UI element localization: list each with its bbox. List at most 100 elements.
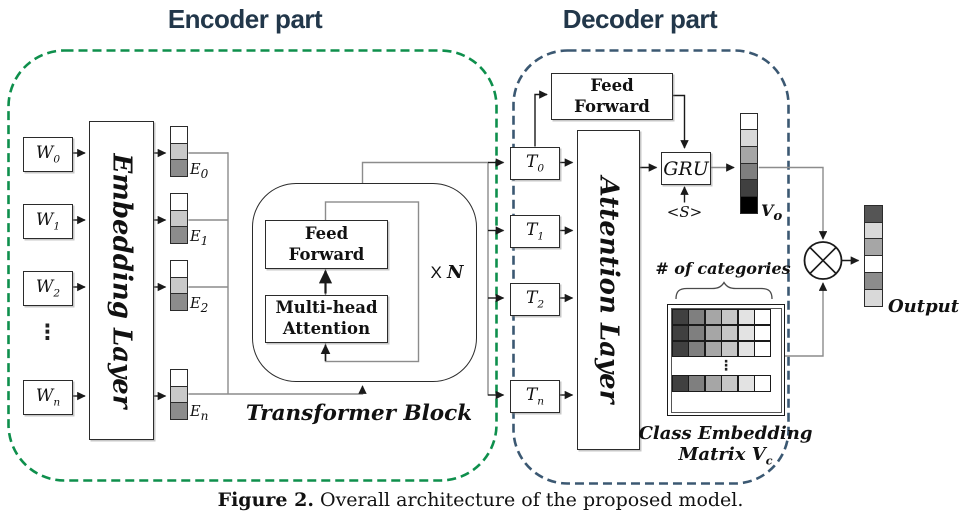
e1-cell <box>169 193 188 211</box>
output-cell <box>863 288 883 307</box>
matrix-cell <box>688 308 706 326</box>
output-cell <box>863 205 883 223</box>
vo-label: Vo <box>761 201 783 225</box>
wn-box: Wn <box>23 379 73 415</box>
matrix-cell <box>721 375 739 393</box>
vo-cell <box>739 112 758 131</box>
class-embedding-matrix-label: Class Embedding Matrix Vc <box>638 423 813 468</box>
output-cell <box>863 255 883 274</box>
class-embedding-matrix-inner: ⋮ <box>670 307 782 413</box>
matrix-cell <box>704 324 722 342</box>
output-cell <box>863 221 883 240</box>
t2-label: T2 <box>525 287 545 311</box>
matrix-cell <box>737 340 755 358</box>
e2-label: E2 <box>190 296 209 315</box>
matrix-cell <box>721 308 739 326</box>
output-cell <box>863 271 883 290</box>
output-cell <box>863 238 883 257</box>
decoder-part-title: Decoder part <box>562 4 718 34</box>
t0-label: T0 <box>525 152 545 175</box>
figure-caption-text: Overall architecture of the proposed mod… <box>313 489 744 511</box>
encoder-feed-forward-label: Feed Forward <box>288 223 365 264</box>
matrix-cell <box>754 324 772 342</box>
t0-box: T0 <box>510 147 560 180</box>
repeat-n-label: X N <box>430 262 464 283</box>
matrix-ellipsis-dots: ⋮ <box>719 358 733 375</box>
figure-caption: Figure 2. Overall architecture of the pr… <box>0 489 961 511</box>
vo-cell <box>739 179 758 198</box>
multi-head-attention-label: Multi-head Attention <box>275 298 378 338</box>
embedding-layer-box: Embedding Layer <box>89 121 154 440</box>
e2-vector-stack <box>169 260 188 312</box>
en-label: En <box>190 404 209 423</box>
decoder-dashed-border <box>512 49 790 485</box>
w-ellipsis-dots: ⋮ <box>37 320 58 344</box>
e0-cell <box>169 159 188 178</box>
matrix-cell <box>704 375 722 393</box>
matrix-cell <box>671 375 689 393</box>
w2-label: W2 <box>35 276 61 300</box>
encoder-feed-forward-box: Feed Forward <box>265 220 388 269</box>
matrix-cell <box>754 340 772 358</box>
e0-cell <box>169 126 188 144</box>
e2-cell <box>169 276 188 295</box>
e2-cell <box>169 293 188 312</box>
e0-vector-stack <box>169 126 188 178</box>
vo-cell <box>739 129 758 148</box>
matrix-cell <box>688 340 706 358</box>
decoder-feed-forward-label: Feed Forward <box>574 75 650 116</box>
encoder-part-title: Encoder part <box>167 4 323 34</box>
t2-box: T2 <box>510 282 560 316</box>
vo-cell <box>739 145 758 164</box>
en-vector-stack <box>169 369 188 421</box>
e1-label: E1 <box>190 229 209 248</box>
t1-box: T1 <box>510 215 560 248</box>
transformer-block-outline <box>252 183 477 382</box>
matrix-cell <box>754 375 772 393</box>
attention-layer-label: Attention Layer <box>593 176 624 404</box>
output-vector-stack <box>863 205 883 307</box>
matrix-cell <box>704 308 722 326</box>
t1-label: T1 <box>525 220 545 243</box>
tn-box: Tn <box>510 379 560 413</box>
e1-cell <box>169 226 188 245</box>
multiply-icon <box>803 241 843 280</box>
gru-box: GRU <box>661 152 711 185</box>
matrix-cell <box>704 340 722 358</box>
vo-cell <box>739 196 758 215</box>
en-cell <box>169 369 188 387</box>
decoder-feed-forward-box: Feed Forward <box>551 73 673 120</box>
matrix-cell <box>671 324 689 342</box>
embedding-layer-label: Embedding Layer <box>106 153 137 408</box>
w1-box: W1 <box>23 203 73 239</box>
e2-cell <box>169 260 188 278</box>
matrix-cell <box>671 308 689 326</box>
encoder-dashed-border <box>7 49 498 482</box>
en-cell <box>169 402 188 421</box>
tn-label: Tn <box>525 384 545 408</box>
matrix-cell <box>721 340 739 358</box>
figure-caption-number: Figure 2. <box>217 489 314 511</box>
matrix-cell <box>737 375 755 393</box>
w2-box: W2 <box>23 270 73 306</box>
w0-label: W0 <box>35 142 61 166</box>
multi-head-attention-box: Multi-head Attention <box>265 295 388 343</box>
matrix-cell <box>754 308 772 326</box>
categories-brace <box>675 281 773 300</box>
en-cell <box>169 385 188 404</box>
output-label: Output <box>888 296 960 317</box>
w1-label: W1 <box>35 209 61 233</box>
matrix-cell <box>721 324 739 342</box>
attention-layer-box: Attention Layer <box>577 130 640 450</box>
start-token-label: <S> <box>666 203 703 221</box>
transformer-block-label: Transformer Block <box>245 401 473 426</box>
wn-label: Wn <box>35 385 61 409</box>
e0-cell <box>169 142 188 161</box>
gru-label: GRU <box>663 157 709 180</box>
matrix-cell <box>671 340 689 358</box>
matrix-cell <box>688 324 706 342</box>
e0-label: E0 <box>190 162 209 181</box>
num-categories-label: # of categories <box>655 259 791 278</box>
